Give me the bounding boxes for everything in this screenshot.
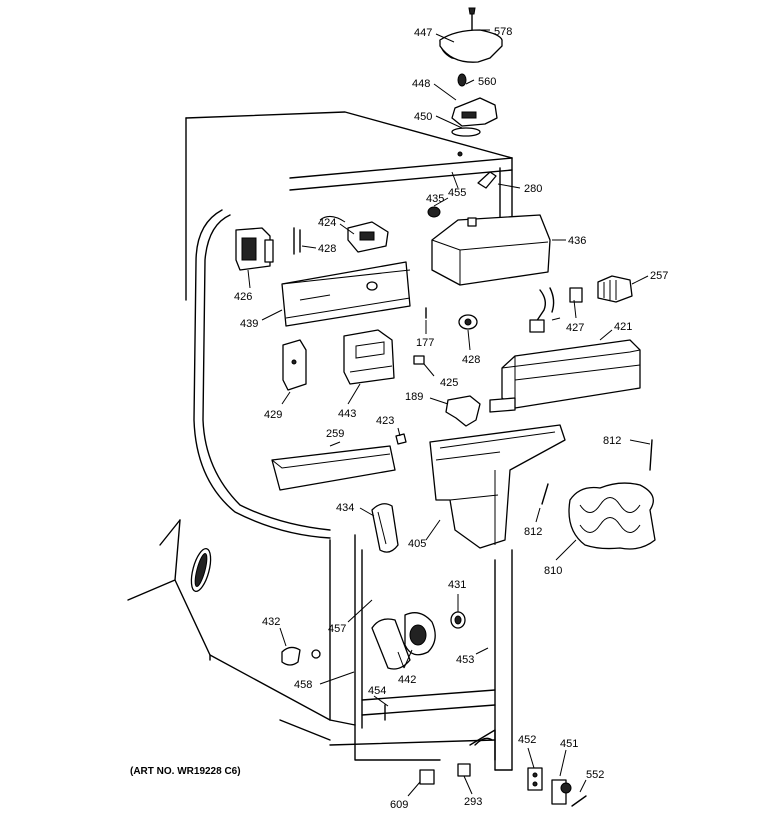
callout-457: 457: [328, 623, 346, 635]
callout-448: 448: [412, 78, 430, 90]
callout-431: 431: [448, 579, 466, 591]
callout-552: 552: [586, 769, 604, 781]
callout-442: 442: [398, 674, 416, 686]
callout-454: 454: [368, 685, 386, 697]
callout-405: 405: [408, 538, 426, 550]
callout-428a: 428: [318, 243, 336, 255]
callout-421: 421: [614, 321, 632, 333]
callout-452: 452: [518, 734, 536, 746]
callout-810: 810: [544, 565, 562, 577]
callout-435: 435: [426, 193, 444, 205]
callout-434: 434: [336, 502, 354, 514]
callout-257: 257: [650, 270, 668, 282]
housing-heater-parts: [429, 424, 656, 550]
callout-425: 425: [440, 377, 458, 389]
callout-280: 280: [524, 183, 542, 195]
callout-293: 293: [464, 796, 482, 808]
callout-578: 578: [494, 26, 512, 38]
callout-439: 439: [240, 318, 258, 330]
callout-436: 436: [568, 235, 586, 247]
callout-458: 458: [294, 679, 312, 691]
upper-right-parts: [427, 171, 641, 413]
upper-left-parts: [235, 216, 411, 391]
callout-432: 432: [262, 616, 280, 628]
middle-parts: [271, 307, 481, 553]
callout-812a: 812: [603, 435, 621, 447]
callout-447: 447: [414, 27, 432, 39]
callout-429: 429: [264, 409, 282, 421]
art-number: (ART NO. WR19228 C6): [130, 766, 241, 777]
callout-423: 423: [376, 415, 394, 427]
callout-427: 427: [566, 322, 584, 334]
callout-451: 451: [560, 738, 578, 750]
fan-motor-parts: [281, 611, 466, 670]
top-cover-parts: [439, 7, 503, 157]
cabinet: [127, 111, 513, 771]
callout-177: 177: [416, 337, 434, 349]
callout-609: 609: [390, 799, 408, 811]
callout-labels: 578 447 448 560 450 455 280 435 424 428 …: [234, 26, 668, 811]
callout-259: 259: [326, 428, 344, 440]
callout-428b: 428: [462, 354, 480, 366]
callout-424: 424: [318, 217, 336, 229]
leader-lines: [247, 29, 651, 797]
callout-450: 450: [414, 111, 432, 123]
callout-443: 443: [338, 408, 356, 420]
callout-189: 189: [405, 391, 423, 403]
callout-455: 455: [448, 187, 466, 199]
callout-560: 560: [478, 76, 496, 88]
bottom-small-parts: [419, 763, 587, 807]
callout-453: 453: [456, 654, 474, 666]
callout-812b: 812: [524, 526, 542, 538]
callout-426: 426: [234, 291, 252, 303]
